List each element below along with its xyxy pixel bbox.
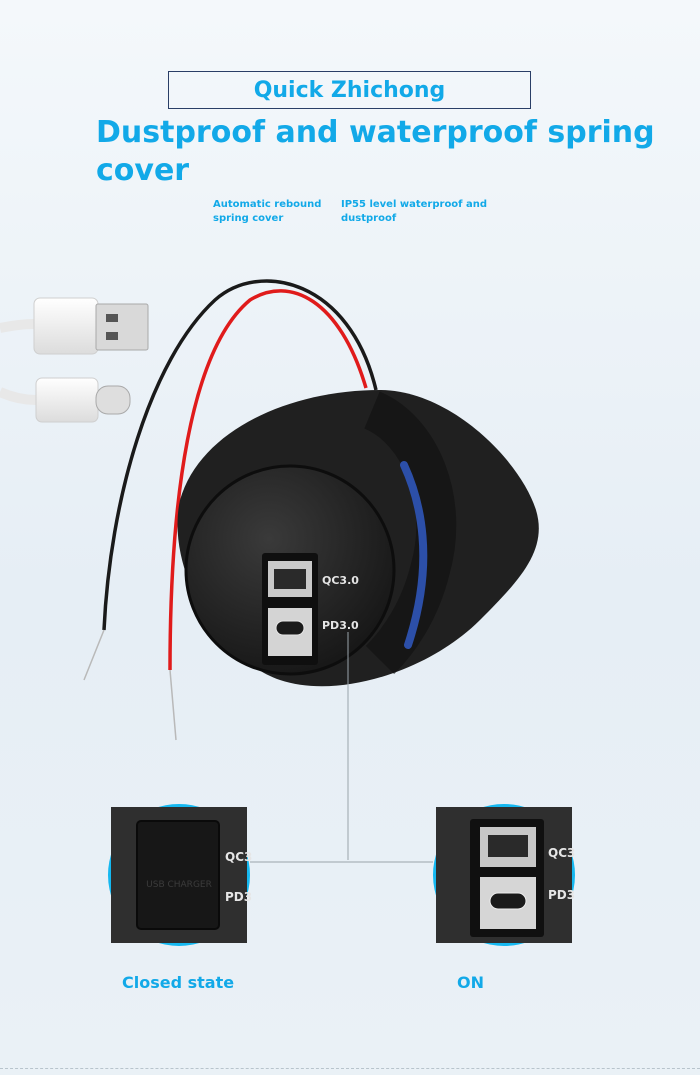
closed-state-label: Closed state: [122, 973, 235, 992]
zoom-on-pd-label: PD3: [548, 888, 575, 902]
feature-line: IP55 level waterproof and: [341, 199, 488, 210]
on-state-label: ON: [457, 973, 484, 992]
zoom-pd-label: PD3: [225, 890, 252, 904]
headline: Dustproof and waterproof spring cover: [96, 115, 655, 188]
feature-spring-cover: Automatic rebound spring cover: [213, 198, 333, 226]
zoom-on-state: QC3 PD3: [433, 804, 575, 946]
feature-line: Automatic rebound: [213, 199, 322, 210]
feature-line: spring cover: [213, 213, 284, 224]
brand-title: Quick Zhichong: [253, 77, 446, 103]
charger-socket: QC3.0 PD3.0: [177, 390, 539, 687]
zoom-qc-label: QC3: [225, 850, 252, 864]
feature-waterproof: IP55 level waterproof and dustproof: [341, 198, 501, 226]
brand-box: Quick Zhichong: [168, 71, 531, 109]
usb-c-cable: [0, 377, 131, 423]
qc-port-label: QC3.0: [322, 574, 359, 587]
zoom-closed-state: USB CHARGER QC3 PD3: [108, 804, 252, 946]
usb-a-cable: [0, 297, 149, 355]
product-image: QC3.0 PD3.0: [0, 279, 539, 860]
pd-port-label: PD3.0: [322, 619, 359, 632]
zoom-on-qc-label: QC3: [548, 846, 575, 860]
feature-line: dustproof: [341, 213, 397, 224]
cover-marking: USB CHARGER: [146, 880, 212, 890]
bottom-divider: [0, 1068, 700, 1069]
